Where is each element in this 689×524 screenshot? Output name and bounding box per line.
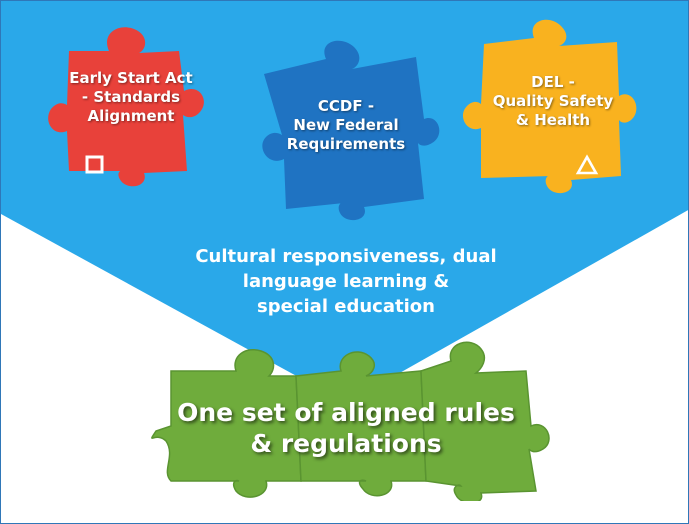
yellow-piece-line-3: & Health (515, 111, 591, 130)
result-puzzle-pieces (151, 341, 550, 501)
yellow-piece-line-1: DEL - (531, 73, 575, 91)
result-caption-line-2: & regulations (250, 429, 442, 459)
blue-piece-line-1: CCDF - (317, 97, 375, 115)
result-caption: One set of aligned rules & regulations (171, 397, 521, 460)
red-piece-line-3: Alignment (87, 107, 175, 126)
puzzle-piece-blue (262, 40, 440, 221)
triangle-outline-icon (575, 154, 599, 175)
yellow-piece-line-2: Quality Safety (492, 92, 614, 111)
funnel-caption: Cultural responsiveness, dual language l… (151, 245, 541, 319)
funnel-caption-line-2: language learning & (242, 270, 450, 292)
blue-piece-line-3: Requirements (286, 135, 406, 154)
puzzle-piece-yellow (462, 19, 637, 194)
blue-piece-line-2: New Federal (293, 116, 399, 135)
funnel-caption-line-3: special education (257, 295, 435, 317)
blue-piece-label: CCDF - New Federal Requirements (271, 97, 421, 155)
puzzle-piece-red (48, 27, 204, 187)
square-outline-icon (85, 155, 104, 174)
red-piece-line-1: Early Start Act (69, 69, 193, 87)
red-piece-label: Early Start Act - Standards Alignment (61, 69, 201, 127)
yellow-piece-label: DEL - Quality Safety & Health (483, 73, 623, 131)
red-piece-line-2: - Standards (81, 88, 181, 107)
result-caption-line-1: One set of aligned rules (177, 398, 515, 427)
funnel-caption-line-1: Cultural responsiveness, dual (195, 246, 497, 267)
